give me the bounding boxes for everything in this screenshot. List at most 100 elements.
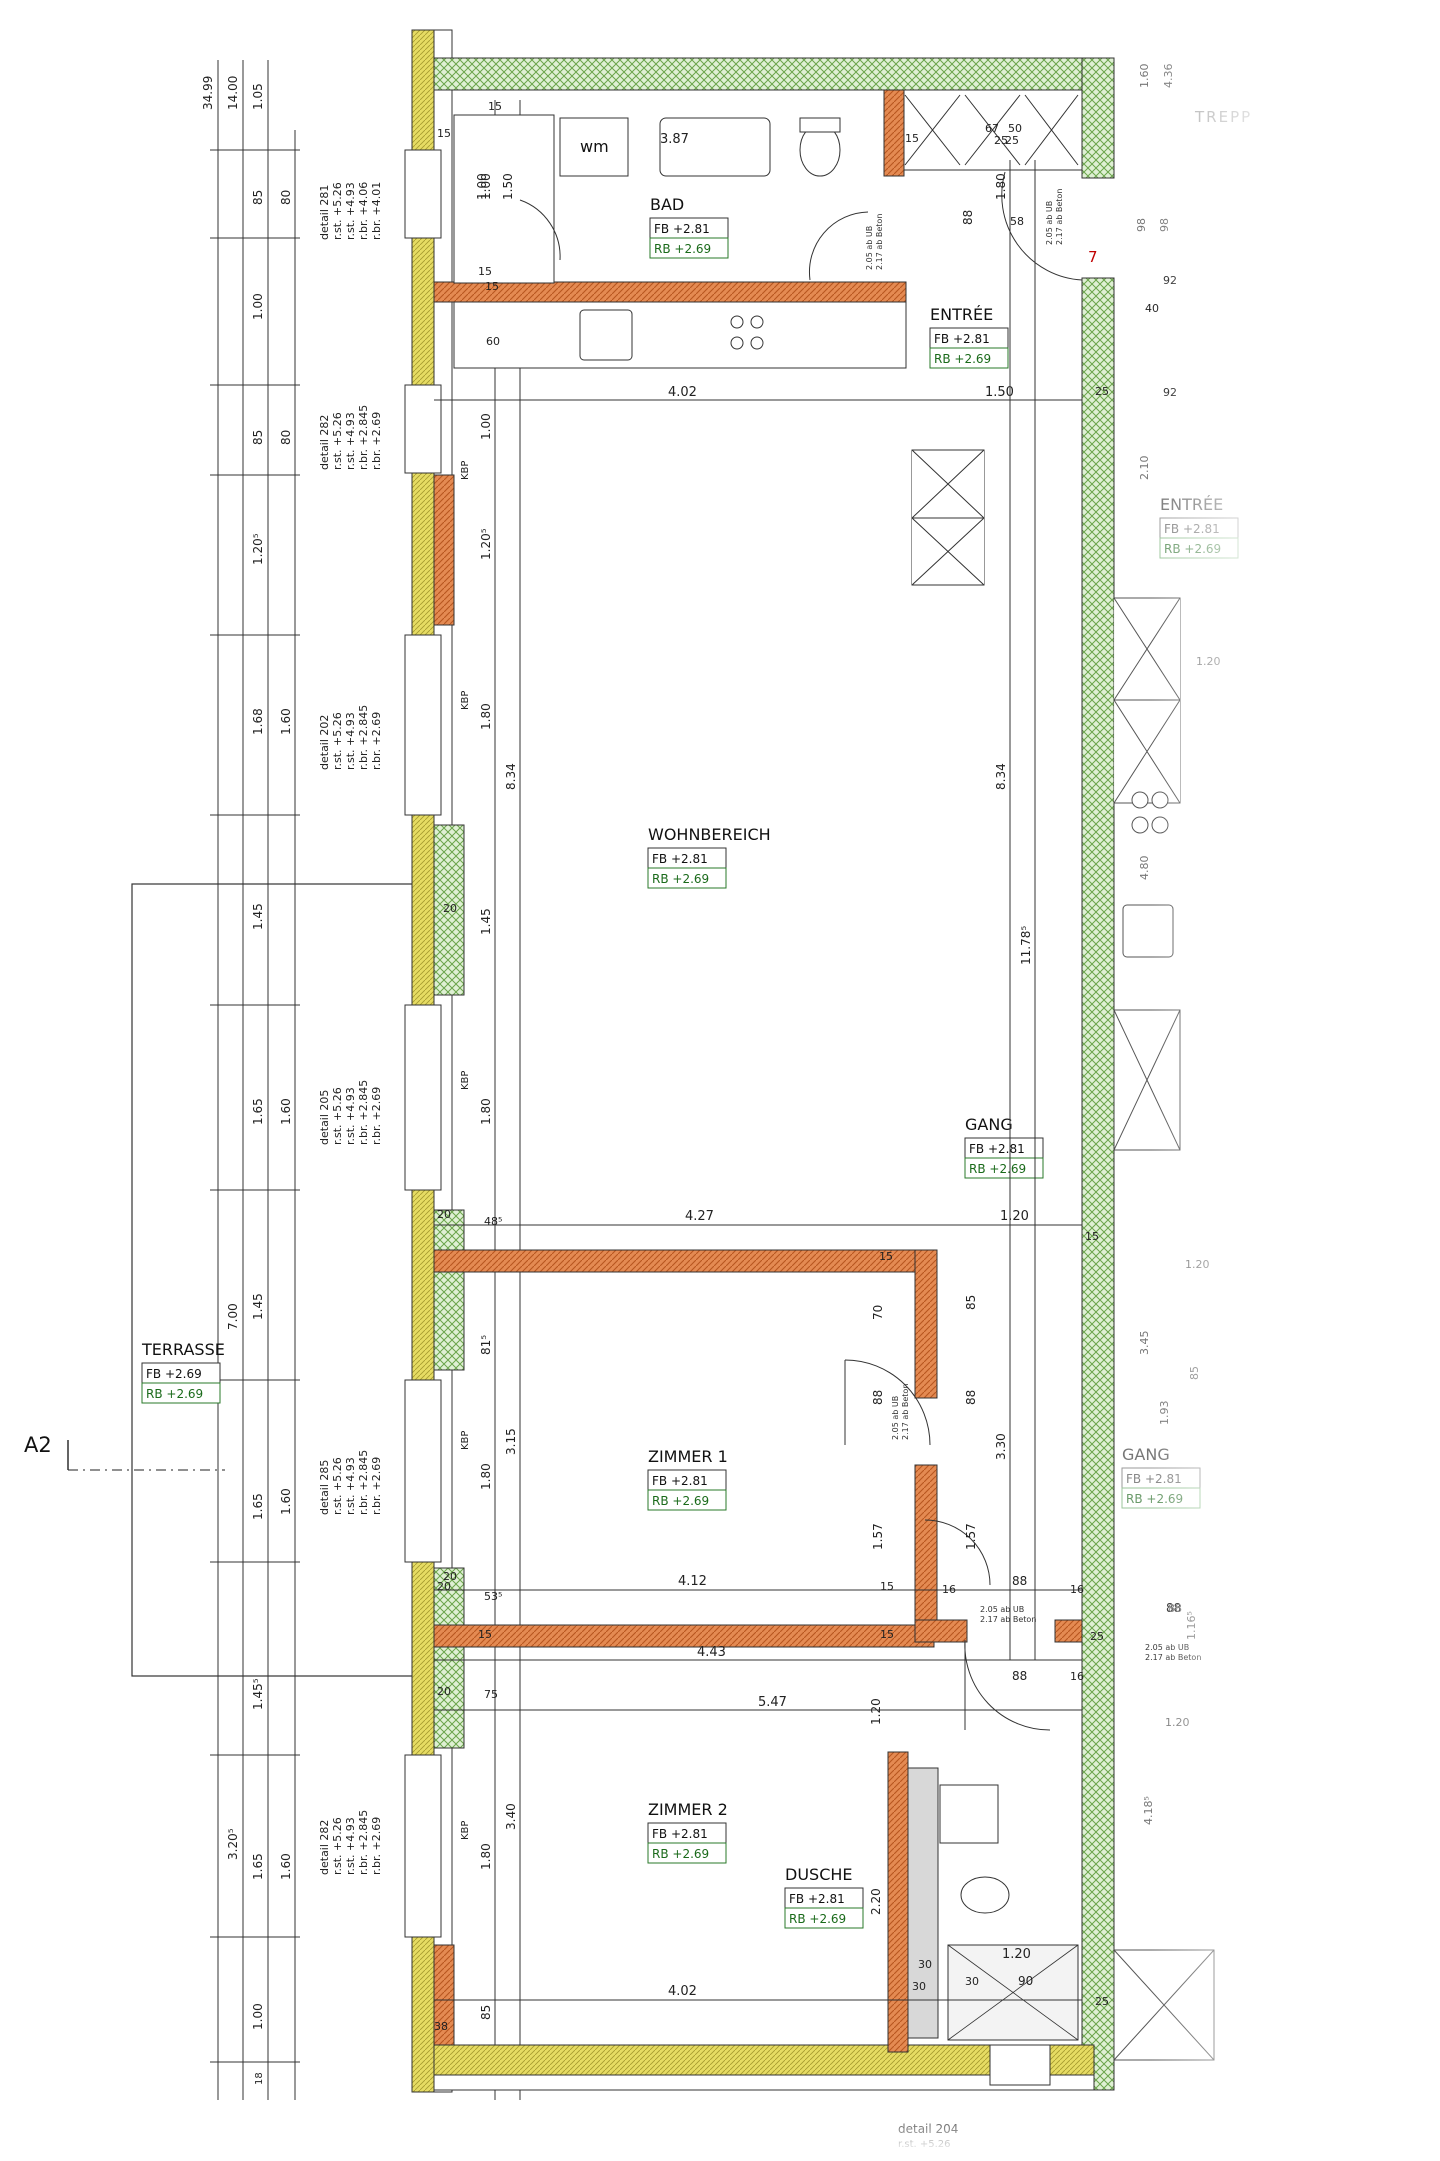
dim-left: 85 [251,430,265,445]
detail-line: r.br. +2.69 [370,1817,383,1875]
dim-kbp: KBP [460,1821,471,1840]
dim-right: 4.18⁵ [1142,1796,1155,1825]
dim-small: 20 [443,902,457,915]
dim-small: 58 [1010,215,1024,228]
dim-inner: 85 [479,2005,493,2020]
detail-line: detail 282 [318,1820,331,1875]
room-fb: FB +2.81 [652,1474,708,1488]
dim-right: 4.80 [1138,856,1151,881]
dim-small: 48⁵ [484,1215,502,1228]
detail-line: detail 281 [318,185,331,240]
dim-terrace: 7.00 [226,1303,240,1330]
dim-win: 1.60 [279,1853,293,1880]
dim-120-r: 1.20 [869,1698,883,1725]
dim-left: 1.65 [251,1493,265,1520]
note-line: 2.05 ab UB [891,1396,900,1440]
dim-157a: 1.57 [871,1523,885,1550]
misc-labels: 7 TREPP detail 204 r.st. +5.26 [898,108,1250,2150]
detail-line: detail 285 [318,1460,331,1515]
dim-220: 2.20 [869,1888,883,1915]
dim-small: 15 [880,1628,894,1641]
room-rb: RB +2.69 [652,872,709,886]
dim-small: 16 [1070,1670,1084,1683]
detail-line: r.br. +2.845 [357,705,370,770]
dim-right: 1.93 [1158,1401,1171,1426]
note-line: 2.05 ab UB [1145,1643,1189,1652]
dim-total-b: 14.00 [226,76,240,110]
dim-157b: 1.57 [964,1523,978,1550]
dim-bottom-seg: 3.20⁵ [226,1828,240,1860]
room-name: BAD [650,195,684,214]
dim-total-a: 34.99 [201,76,215,110]
dim-right: 88 [1168,1602,1182,1615]
dim-small: 50 [1008,122,1022,135]
dim-left: 1.20⁵ [251,533,265,565]
bathroom-fixtures: wm [453,114,1083,284]
detail-line: r.st. +4.93 [344,1457,357,1515]
dim-win: 1.60 [279,708,293,735]
dim-left: 85 [251,190,265,205]
room-name: WOHNBEREICH [648,825,771,844]
room-rb: RB +2.69 [1164,542,1221,556]
dim-small: 15 [1085,1230,1099,1243]
dim-left: 1.68 [251,708,265,735]
note-line: 2.17 ab Beton [901,1384,910,1440]
dim-88: 88 [1012,1669,1027,1683]
detail-line: r.st. +5.26 [331,412,344,470]
dim-small: 20 [437,1685,451,1698]
east-wall [433,57,1115,2091]
dim-402-bottom: 4.02 [668,1984,697,1999]
dim-small: 67 [985,122,999,135]
dim-left: 1.45 [251,903,265,930]
door-swings [844,1359,1051,1731]
dim-small: 38 [434,2020,448,2033]
room-fb: FB +2.81 [1126,1472,1182,1486]
room-rb: RB +2.69 [146,1387,203,1401]
room-fb: FB +2.81 [652,852,708,866]
dim-win: 80 [279,190,293,205]
dim-left: 1.00 [251,2003,265,2030]
dim-150: 1.50 [985,385,1014,400]
dim-left: 1.45⁵ [251,1678,265,1710]
left-dimensions [210,60,521,2100]
room-rb: RB +2.69 [934,352,991,366]
room-rb: RB +2.69 [789,1912,846,1926]
dim-inner: 1.80 [479,1463,493,1490]
room-rb: RB +2.69 [652,1494,709,1508]
dim-small: 25 [1095,1995,1109,2008]
dim-small: 20 [443,1570,457,1583]
detail-line: r.br. +2.69 [370,1457,383,1515]
section-marker: A2 [24,1433,225,1471]
dim-small: 15 [488,100,502,113]
dim-70: 70 [871,1305,885,1320]
dim-small: 15 [478,265,492,278]
room-fb: FB +2.69 [146,1367,202,1381]
detail-line: r.st. +5.26 [331,1087,344,1145]
dim-small: 30 [918,1958,932,1971]
terrace-outline [131,883,418,1677]
room-name: ZIMMER 2 [648,1800,728,1819]
dim-right: 1.16⁵ [1185,1611,1198,1640]
cupboards [911,449,985,586]
dim-small: 25 [994,134,1008,147]
dim-547: 5.47 [758,1695,787,1710]
dim-834-r: 8.34 [994,763,1008,790]
dim-right: 85 [1188,1366,1201,1380]
dim-inner: 81⁵ [479,1335,493,1355]
dim-left: 1.65 [251,1853,265,1880]
detail-line: r.br. +2.845 [357,1450,370,1515]
dim-inner: 1.80 [479,703,493,730]
